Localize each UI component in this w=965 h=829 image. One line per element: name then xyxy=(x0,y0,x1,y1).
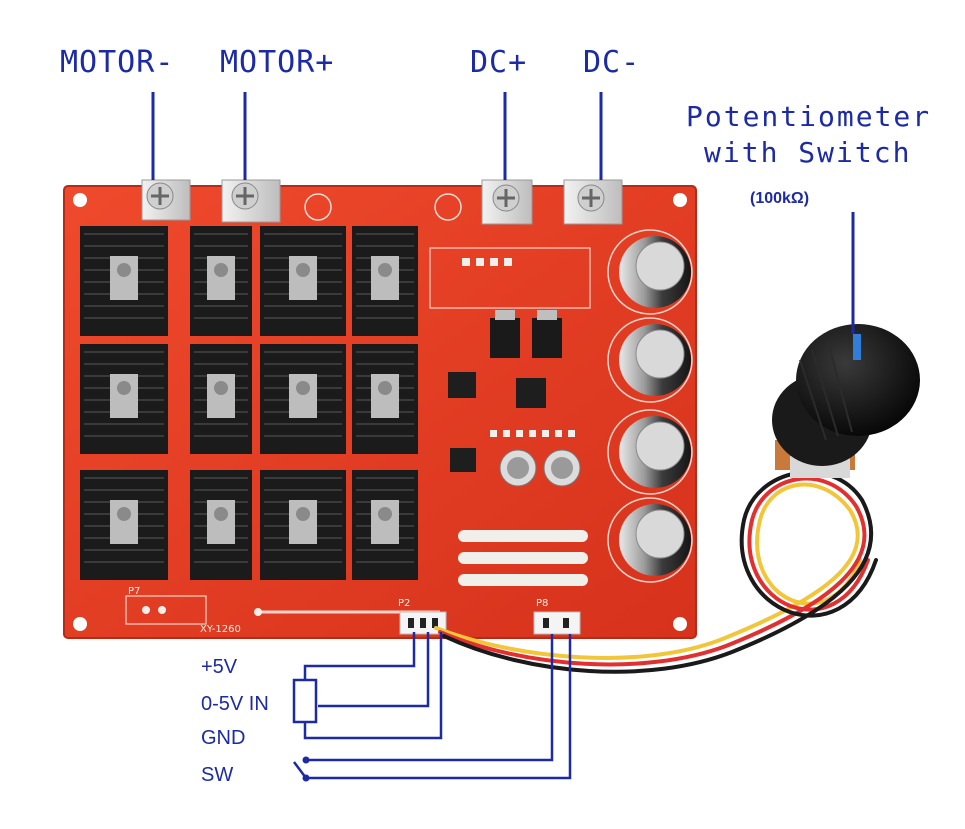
heatsink xyxy=(352,470,418,580)
heatsink xyxy=(190,226,252,336)
small-capacitor xyxy=(543,449,581,487)
board-silk-p7: P7 xyxy=(128,586,141,597)
wiring-diagram xyxy=(292,632,572,780)
terminal-motor-plus xyxy=(221,179,281,223)
pot-cable xyxy=(434,470,878,674)
mount-hole xyxy=(73,617,87,631)
label-sw: SW xyxy=(201,764,234,786)
label-dc-plus: DC+ xyxy=(470,45,528,80)
control-area xyxy=(429,247,591,309)
label-pot-title-1: Potentiometer xyxy=(686,100,932,133)
heatsink xyxy=(80,470,168,580)
mount-hole xyxy=(73,193,87,207)
label-pot-title-2: with Switch xyxy=(704,136,912,169)
ic-chip xyxy=(448,372,476,398)
big-capacitor xyxy=(607,497,693,583)
board-silk-p2: P2 xyxy=(398,598,411,609)
terminal-dc-plus xyxy=(481,179,533,225)
heatsink xyxy=(260,470,346,580)
mount-hole xyxy=(673,193,687,207)
heatsink xyxy=(260,226,346,336)
heatsink xyxy=(80,226,168,336)
mount-hole xyxy=(673,617,687,631)
label-pot-value: (100kΩ) xyxy=(750,190,810,207)
label-dc-minus: DC- xyxy=(583,45,641,80)
terminal-dc-minus xyxy=(563,179,623,225)
big-capacitor-group xyxy=(607,229,693,583)
label-motor-plus: MOTOR+ xyxy=(220,45,335,80)
header-pins xyxy=(462,258,512,266)
pad-strip xyxy=(458,530,588,586)
leader-lines xyxy=(151,92,855,334)
knob-marker xyxy=(853,334,861,360)
label-5v: +5V xyxy=(201,656,238,678)
heatsink xyxy=(352,226,418,336)
mosfet xyxy=(532,318,562,358)
heatsink-grid xyxy=(80,226,418,580)
big-capacitor xyxy=(607,229,693,315)
label-gnd: GND xyxy=(201,727,246,749)
potentiometer-knob xyxy=(772,324,920,478)
label-input: 0-5V IN xyxy=(201,693,269,715)
heatsink xyxy=(190,470,252,580)
heatsink xyxy=(260,344,346,454)
mosfet xyxy=(490,318,520,358)
small-capacitor xyxy=(499,449,537,487)
board-silk-p8: P8 xyxy=(536,598,549,609)
ic-chip xyxy=(450,448,476,472)
big-capacitor xyxy=(607,317,693,403)
label-motor-minus: MOTOR- xyxy=(60,45,175,80)
terminal-motor-minus xyxy=(141,179,191,221)
heatsink xyxy=(190,344,252,454)
heatsink xyxy=(352,344,418,454)
board-model: XY-1260 xyxy=(200,624,241,635)
ic-chip xyxy=(516,378,546,408)
heatsink xyxy=(80,344,168,454)
connector-p8 xyxy=(533,611,581,635)
big-capacitor xyxy=(607,409,693,495)
